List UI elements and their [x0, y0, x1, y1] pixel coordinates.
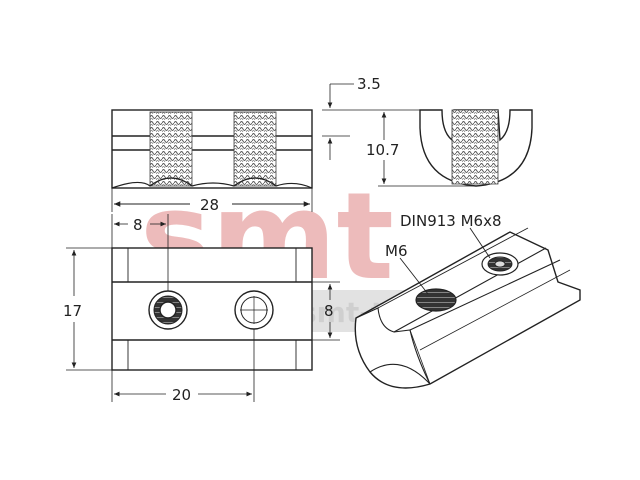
dim-bottom-length	[111, 329, 255, 402]
dim-offset	[111, 214, 169, 291]
dim-label-3-5: 3.5	[357, 75, 381, 93]
dim-label-28: 28	[200, 196, 219, 214]
dim-label-8-vertical: 8	[324, 302, 334, 320]
dim-label-20: 20	[172, 386, 191, 404]
side-profile-view	[419, 109, 533, 187]
dim-label-10-7: 10.7	[366, 141, 399, 159]
dim-side-heights	[322, 83, 476, 187]
callout-set-screw: DIN913 M6x8	[400, 212, 502, 230]
plan-view	[111, 247, 313, 371]
dim-width	[66, 247, 112, 371]
isometric-view	[354, 227, 581, 389]
dim-label-17: 17	[63, 302, 82, 320]
dim-side-height	[312, 281, 340, 341]
callout-thread: M6	[385, 242, 408, 260]
dim-top-length: 28	[111, 188, 313, 214]
callout-leaders	[399, 227, 491, 295]
dim-label-8-horizontal: 8	[133, 216, 143, 234]
front-view-top	[111, 109, 313, 189]
